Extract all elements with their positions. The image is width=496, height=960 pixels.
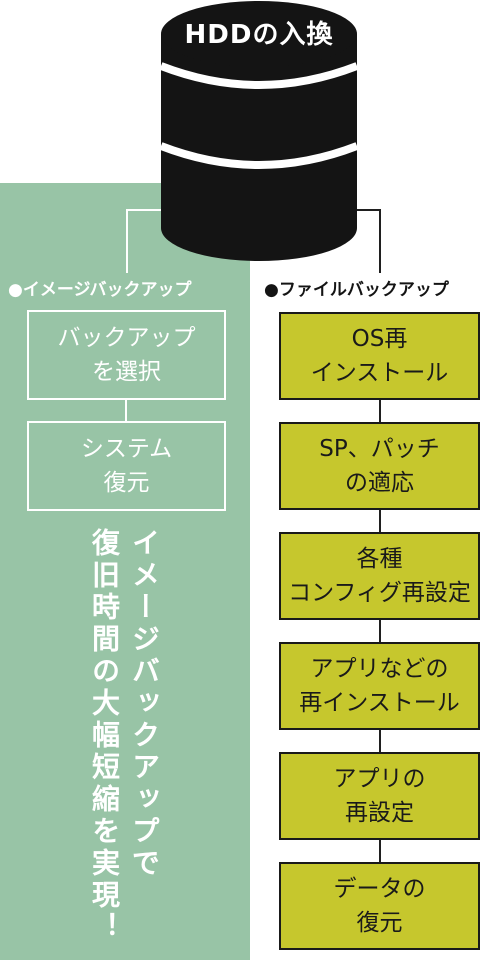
right-step-line: 復元 (356, 910, 403, 936)
right-step-connector (379, 730, 381, 752)
left-step-connector (125, 400, 127, 421)
right-step-line: SP、パッチ (319, 436, 440, 462)
file-backup-label: ●ファイルバックアップ (264, 280, 449, 300)
right-step-connector (379, 620, 381, 642)
image-backup-label: ●イメージバックアップ (8, 280, 192, 300)
right-step-data-restore: データの 復元 (279, 862, 480, 950)
right-step-line: アプリなどの (310, 656, 449, 682)
right-step-line: 再設定 (345, 800, 414, 826)
hdd-cylinder: HDDの入換 (160, 0, 358, 262)
right-step-connector (379, 400, 381, 422)
image-backup-note-col1: イメージバックアップで (128, 528, 161, 880)
right-step-line: 再インストール (299, 690, 460, 716)
right-step-line: 各種 (356, 546, 403, 572)
right-step-line: アプリの (333, 766, 426, 792)
image-backup-panel (0, 183, 250, 960)
hdd-cylinder-icon (160, 1, 358, 261)
right-step-connector (379, 510, 381, 532)
right-step-line: コンフィグ再設定 (288, 580, 471, 606)
right-step-line: の適応 (345, 470, 414, 496)
left-step-select-backup: バックアップ を選択 (27, 310, 226, 400)
left-step-line: システム (80, 436, 173, 462)
left-connector-vertical (126, 209, 128, 273)
right-step-app-reinstall: アプリなどの 再インストール (279, 642, 480, 730)
right-step-line: インストール (310, 360, 449, 386)
right-step-app-config: アプリの 再設定 (279, 752, 480, 840)
image-backup-note-col2: 復旧時間の大幅短縮を実現！ (88, 528, 121, 944)
right-step-connector (379, 840, 381, 862)
right-connector-vertical (379, 209, 381, 273)
hdd-title: HDDの入換 (184, 20, 334, 50)
left-step-line: を選択 (92, 359, 161, 385)
left-step-line: 復元 (103, 470, 150, 496)
left-step-system-restore: システム 復元 (27, 421, 226, 511)
left-connector-horizontal (126, 209, 162, 211)
right-step-os-reinstall: OS再 インストール (279, 312, 480, 400)
left-step-line: バックアップ (57, 325, 196, 351)
right-step-line: OS再 (351, 326, 408, 352)
right-step-sp-patch: SP、パッチ の適応 (279, 422, 480, 510)
right-connector-horizontal (356, 209, 381, 211)
right-step-line: データの (333, 876, 426, 902)
right-step-config: 各種 コンフィグ再設定 (279, 532, 480, 620)
